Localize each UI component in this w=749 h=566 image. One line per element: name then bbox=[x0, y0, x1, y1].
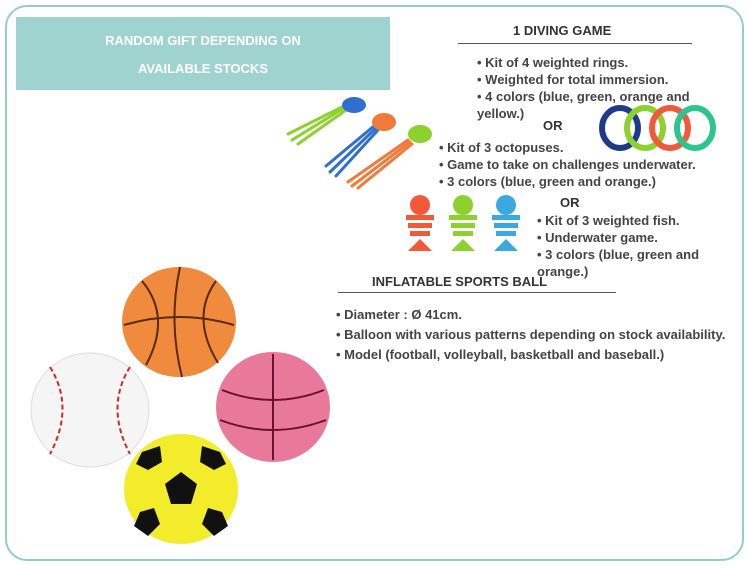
card-frame bbox=[5, 5, 744, 561]
diving-game-title: 1 DIVING GAME bbox=[513, 23, 612, 38]
octopus-icon bbox=[286, 97, 432, 190]
fish-list: • Kit of 3 weighted fish. • Underwater g… bbox=[537, 212, 727, 280]
volleyball-icon bbox=[216, 352, 330, 462]
ball-title-rule bbox=[338, 292, 616, 293]
list-item: • 4 colors (blue, green, orange and yell… bbox=[477, 89, 690, 121]
diving-title-rule bbox=[458, 43, 692, 44]
list-item: • Underwater game. bbox=[537, 230, 658, 245]
banner-line-2: AVAILABLE STOCKS bbox=[137, 61, 268, 76]
list-item: • Model (football, volleyball, basketbal… bbox=[336, 347, 665, 362]
list-item: • Kit of 3 octopuses. bbox=[439, 140, 564, 155]
octopus-list: • Kit of 3 octopuses. • Game to take on … bbox=[439, 139, 696, 190]
fish-icon bbox=[406, 195, 520, 251]
list-item: • 3 colors (blue, green and orange.) bbox=[537, 247, 700, 279]
list-item: • 3 colors (blue, green and orange.) bbox=[439, 174, 656, 189]
list-item: • Game to take on challenges underwater. bbox=[439, 157, 696, 172]
rings-icon bbox=[599, 105, 716, 151]
random-gift-banner: RANDOM GIFT DEPENDING ON AVAILABLE STOCK… bbox=[16, 17, 390, 90]
list-item: • Kit of 3 weighted fish. bbox=[537, 213, 680, 228]
or-separator-1: OR bbox=[543, 118, 563, 133]
football-icon bbox=[124, 434, 238, 544]
list-item: • Kit of 4 weighted rings. bbox=[477, 55, 629, 70]
list-item: • Weighted for total immersion. bbox=[477, 72, 669, 87]
rings-list: • Kit of 4 weighted rings. • Weighted fo… bbox=[477, 54, 727, 122]
banner-line-1: RANDOM GIFT DEPENDING ON bbox=[105, 33, 301, 48]
list-item: • Balloon with various patterns dependin… bbox=[336, 327, 726, 342]
basketball-icon bbox=[122, 266, 236, 378]
sports-ball-title: INFLATABLE SPORTS BALL bbox=[372, 274, 548, 289]
or-separator-2: OR bbox=[560, 195, 580, 210]
ball-details-list: • Diameter : Ø 41cm. • Balloon with vari… bbox=[336, 305, 736, 365]
list-item: • Diameter : Ø 41cm. bbox=[336, 307, 462, 322]
baseball-icon bbox=[30, 352, 150, 468]
